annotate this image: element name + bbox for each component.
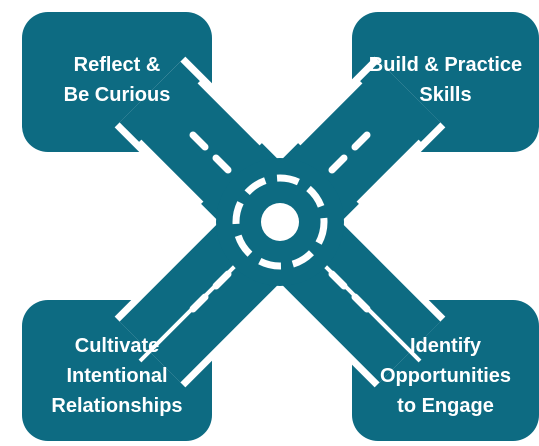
bottom-left-line2: Intentional — [66, 365, 168, 387]
roundabout-ring — [232, 174, 328, 270]
top-left-line2: Be Curious — [63, 84, 171, 106]
bottom-right-line3: to Engage — [397, 395, 494, 417]
top-left-label: Reflect & Be Curious — [22, 50, 212, 110]
bottom-left-line1: Cultivate — [74, 335, 160, 357]
top-right-line2: Skills — [419, 84, 472, 106]
top-right-label: Build & Practice Skills — [352, 50, 539, 110]
top-right-line1: Build & Practice — [368, 54, 523, 76]
bottom-right-line2: Opportunities — [379, 365, 512, 387]
bottom-left-label: Cultivate Intentional Relationships — [22, 331, 212, 421]
bottom-right-line1: Identify — [409, 335, 482, 357]
roundabout-center-icon — [261, 203, 299, 241]
bottom-right-label: Identify Opportunities to Engage — [352, 331, 539, 421]
bottom-left-line3: Relationships — [51, 395, 183, 417]
top-left-line1: Reflect & — [73, 54, 161, 76]
